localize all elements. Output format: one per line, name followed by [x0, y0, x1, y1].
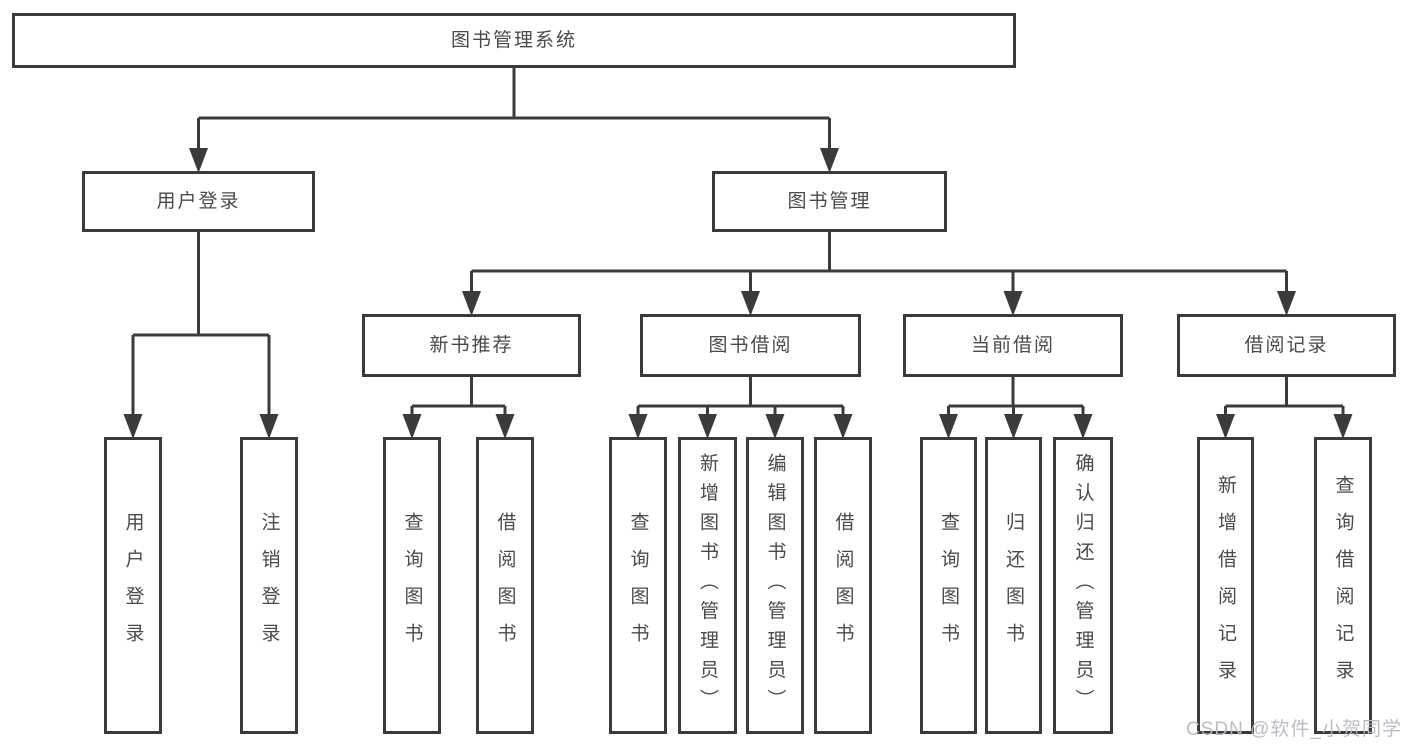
node-current-borrow: 当前借阅 — [903, 314, 1123, 377]
node-leaf-add-borrow-record: 新增借阅记录 — [1197, 437, 1254, 734]
node-label-new-book-rec: 新书推荐 — [429, 335, 514, 356]
node-label-user-login: 用户登录 — [156, 191, 241, 212]
watermark: CSDN @软件_小贺同学 — [1186, 719, 1402, 740]
arrowhead-into-new-book-rec — [462, 291, 481, 316]
node-label-leaf-logout: 注销登录 — [258, 511, 280, 660]
node-label-book-borrow: 图书借阅 — [708, 335, 793, 356]
node-leaf-user-login: 用户登录 — [104, 437, 162, 734]
arrowhead-into-leaf-return-books — [1004, 414, 1023, 439]
node-label-leaf-borrow-books-1: 借阅图书 — [494, 511, 516, 660]
arrowhead-into-user-login — [189, 148, 208, 173]
arrowhead-into-leaf-edit-books — [765, 414, 785, 439]
arrowhead-into-leaf-logout — [259, 414, 279, 439]
node-root: 图书管理系统 — [12, 13, 1016, 68]
node-leaf-return-books: 归还图书 — [985, 437, 1042, 734]
arrowhead-into-leaf-query-books-2 — [628, 414, 648, 439]
node-leaf-borrow-books-2: 借阅图书 — [814, 437, 872, 734]
connector-book-borrow — [636, 377, 845, 423]
node-label-leaf-return-books: 归还图书 — [1003, 511, 1024, 660]
node-borrow-records: 借阅记录 — [1177, 314, 1396, 377]
node-leaf-query-books-2: 查询图书 — [609, 437, 667, 734]
node-label-book-mgmt: 图书管理 — [787, 191, 872, 212]
node-leaf-borrow-books-1: 借阅图书 — [476, 437, 534, 734]
arrowhead-into-current-borrow — [1003, 291, 1023, 316]
arrowhead-into-leaf-query-books-3 — [939, 414, 958, 439]
node-label-root: 图书管理系统 — [450, 30, 577, 51]
node-leaf-confirm-return: 确认归还（管理员） — [1053, 437, 1113, 734]
arrowhead-into-leaf-borrow-books-2 — [833, 414, 853, 439]
node-leaf-query-books-1: 查询图书 — [383, 437, 441, 734]
node-new-book-rec: 新书推荐 — [362, 314, 581, 377]
node-user-login: 用户登录 — [82, 171, 315, 232]
arrowhead-into-leaf-add-books — [698, 414, 717, 439]
connector-new-book-rec — [410, 377, 507, 423]
arrowhead-into-leaf-borrow-books-1 — [495, 414, 515, 439]
node-leaf-query-books-3: 查询图书 — [920, 437, 977, 734]
arrowhead-into-leaf-query-books-1 — [402, 414, 422, 439]
node-label-leaf-query-books-1: 查询图书 — [401, 511, 423, 660]
arrowhead-into-leaf-user-login — [123, 414, 143, 439]
node-leaf-query-borrow-record: 查询借阅记录 — [1314, 437, 1372, 734]
node-label-current-borrow: 当前借阅 — [970, 335, 1055, 356]
node-label-leaf-borrow-books-2: 借阅图书 — [832, 511, 854, 660]
connector-book-mgmt — [470, 232, 1288, 300]
node-label-leaf-edit-books: 编辑图书（管理员） — [764, 452, 786, 719]
arrowhead-into-book-borrow — [741, 291, 760, 316]
node-label-leaf-query-books-2: 查询图书 — [627, 511, 649, 660]
node-leaf-logout: 注销登录 — [240, 437, 298, 734]
node-label-borrow-records: 借阅记录 — [1244, 335, 1329, 356]
node-leaf-add-books: 新增图书（管理员） — [678, 437, 737, 734]
node-book-borrow: 图书借阅 — [640, 314, 861, 377]
node-leaf-edit-books: 编辑图书（管理员） — [746, 437, 804, 734]
node-label-leaf-add-books: 新增图书（管理员） — [697, 452, 718, 719]
node-book-mgmt: 图书管理 — [712, 171, 947, 232]
arrowhead-into-leaf-query-borrow-record — [1333, 414, 1353, 439]
node-label-leaf-query-books-3: 查询图书 — [938, 511, 959, 660]
connector-user-login — [131, 232, 271, 423]
connector-root — [197, 68, 831, 157]
connector-current-borrow — [947, 377, 1085, 423]
arrowhead-into-book-mgmt — [820, 148, 839, 173]
node-label-leaf-query-borrow-record: 查询借阅记录 — [1332, 474, 1354, 697]
arrowhead-into-borrow-records — [1277, 291, 1296, 316]
arrowhead-into-leaf-confirm-return — [1073, 414, 1093, 439]
node-label-leaf-confirm-return: 确认归还（管理员） — [1072, 452, 1094, 719]
node-label-leaf-user-login: 用户登录 — [122, 511, 144, 660]
arrowhead-into-leaf-add-borrow-record — [1216, 414, 1235, 439]
connector-borrow-records — [1224, 377, 1345, 423]
node-label-leaf-add-borrow-record: 新增借阅记录 — [1215, 474, 1236, 697]
